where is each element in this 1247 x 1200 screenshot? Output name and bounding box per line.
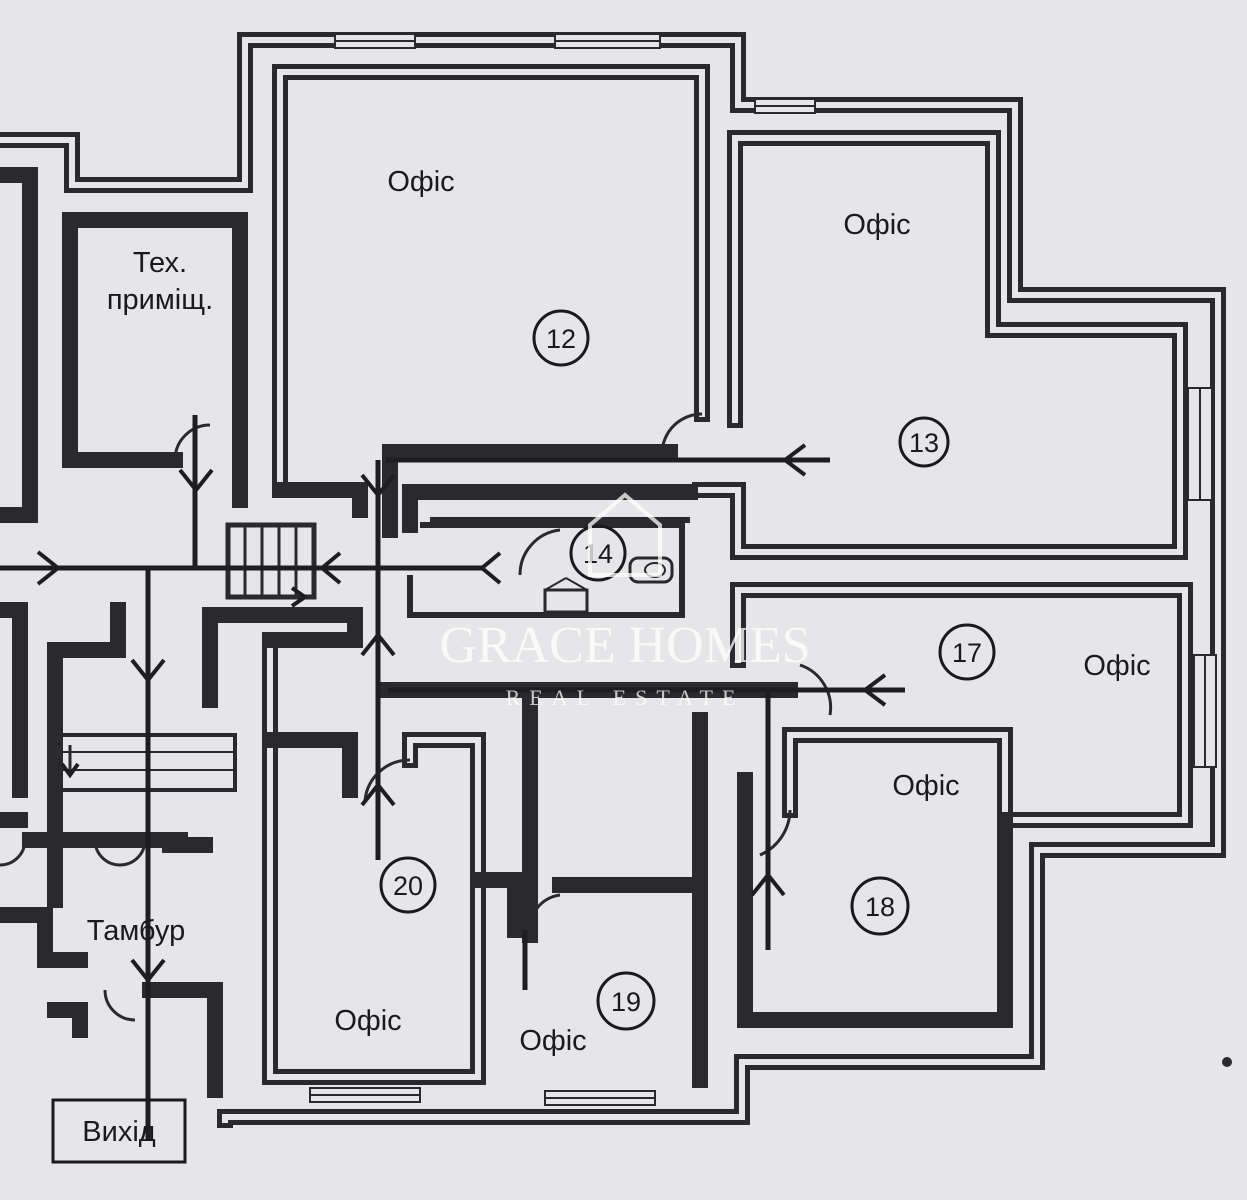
windows bbox=[309, 33, 1217, 1106]
room-number-13: 13 bbox=[898, 416, 950, 468]
room-18-label: Офіс bbox=[892, 770, 959, 802]
room-14-walls bbox=[382, 444, 698, 618]
room-20-walls bbox=[262, 632, 486, 1085]
watermark-brand: GRACE HOMES bbox=[439, 617, 810, 674]
room-number-19: 19 bbox=[596, 971, 656, 1031]
room-14-fixtures bbox=[543, 556, 674, 614]
room-19-label: Офіс bbox=[519, 1025, 586, 1057]
room-13-label: Офіс bbox=[843, 209, 910, 241]
room-number-17: 17 bbox=[938, 623, 996, 681]
tech-room-walls bbox=[0, 167, 248, 523]
room-13-walls bbox=[692, 130, 1188, 560]
svg-text:18: 18 bbox=[865, 892, 895, 922]
exit-label: Вихід bbox=[82, 1116, 155, 1148]
corner-dot bbox=[1222, 1057, 1232, 1067]
room-number-18: 18 bbox=[850, 876, 910, 936]
room-number-12: 12 bbox=[532, 309, 590, 367]
room-number-14: 14 bbox=[569, 524, 627, 582]
outer-walls bbox=[0, 32, 1226, 1128]
tech-room-label-line2: приміщ. bbox=[107, 284, 213, 316]
room-12-label: Офіс bbox=[387, 166, 454, 198]
svg-text:17: 17 bbox=[952, 638, 982, 668]
door-swings bbox=[0, 412, 833, 1022]
room-20-label: Офіс bbox=[334, 1005, 401, 1037]
vestibule-label: Тамбур bbox=[87, 915, 185, 947]
vestibule-walls bbox=[0, 602, 363, 1098]
svg-text:13: 13 bbox=[909, 428, 939, 458]
tech-room-label-line1: Тех. bbox=[133, 247, 187, 279]
route-arrows bbox=[36, 443, 887, 984]
svg-text:14: 14 bbox=[583, 539, 613, 569]
room-17-label: Офіс bbox=[1083, 650, 1150, 682]
room-number-20: 20 bbox=[379, 856, 437, 914]
svg-text:12: 12 bbox=[546, 324, 576, 354]
room-17-walls bbox=[730, 582, 1193, 828]
svg-text:19: 19 bbox=[611, 987, 641, 1017]
svg-text:20: 20 bbox=[393, 871, 423, 901]
room-19-walls bbox=[380, 682, 798, 943]
watermark-tagline: REAL ESTATE bbox=[506, 685, 745, 710]
room-18-walls bbox=[692, 712, 1013, 1088]
watermark: GRACE HOMES REAL ESTATE bbox=[439, 492, 811, 710]
room-12-walls bbox=[272, 64, 710, 518]
exit-box bbox=[51, 1098, 187, 1164]
watermark-house-icon bbox=[588, 492, 662, 577]
